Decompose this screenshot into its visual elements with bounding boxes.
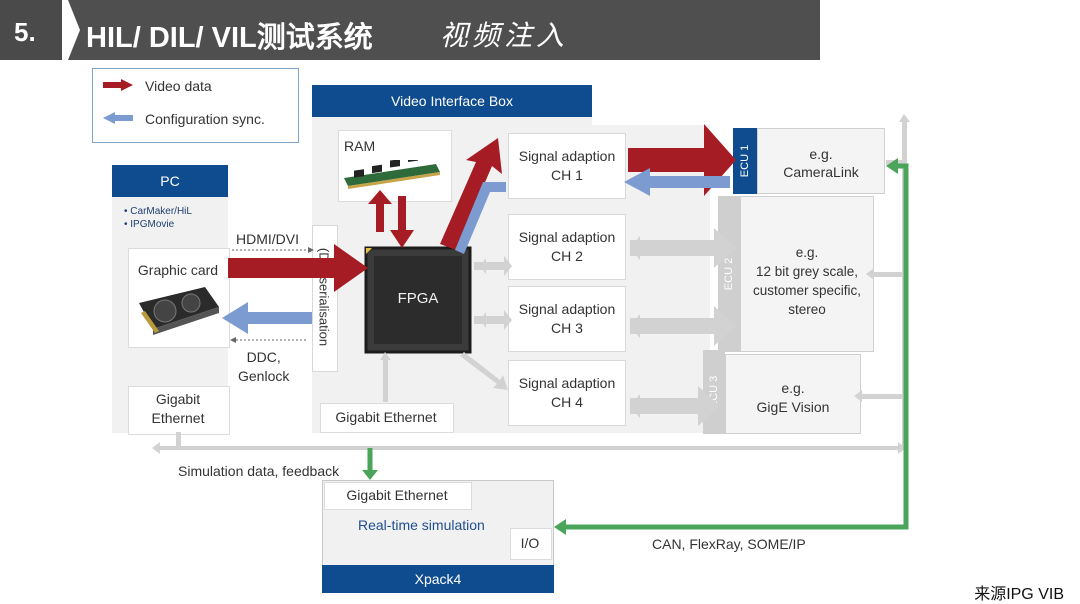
channel-label-3: Signal adaption CH 3: [518, 301, 616, 336]
deserialisation-label: (De-)serialisation: [316, 247, 332, 347]
source-credit: 来源IPG VIB: [974, 586, 1064, 603]
vib-header: Video Interface Box: [312, 85, 592, 117]
channel-label-4: Signal adaption CH 4: [518, 375, 616, 410]
io-box: [510, 528, 552, 560]
legend: Video data Configuration sync.: [92, 68, 299, 143]
ecu3-box: e.g. GigE Vision: [725, 354, 861, 434]
section-number-badge: 5.: [0, 0, 62, 60]
ecu2-text: e.g. 12 bit grey scale, customer specifi…: [752, 245, 862, 317]
channel-label-1: Signal adaption CH 1: [518, 148, 616, 183]
ecu1-text: e.g. CameraLink: [783, 146, 859, 180]
channel-box-4: Signal adaption CH 4: [508, 360, 626, 426]
header-bar: [68, 0, 820, 60]
page-title: HIL/ DIL/ VIL测试系统: [86, 22, 373, 54]
pc-ethernet-box: [128, 386, 230, 435]
realtime-simulation-label: Real-time simulation: [358, 517, 485, 533]
ecu1-box: e.g. CameraLink: [757, 128, 885, 194]
ram-label: RAM: [344, 138, 376, 154]
xpack4-title: Xpack4: [414, 571, 462, 587]
graphic-card-label: Graphic card: [137, 262, 219, 278]
hdmi-label: HDMI/DVI: [236, 231, 299, 247]
ecu3-strip: ECU 3: [703, 350, 725, 434]
pc-ethernet-label: Gigabit Ethernet: [151, 391, 205, 426]
channel-label-2: Signal adaption CH 2: [518, 229, 616, 264]
video-data-arrow-icon: [103, 79, 133, 91]
channel-box-1: Signal adaption CH 1: [508, 133, 626, 199]
xpack4-footer: Xpack4: [322, 565, 554, 593]
can-flexray-label: CAN, FlexRay, SOME/IP: [652, 536, 806, 552]
legend-config-label: Configuration sync.: [145, 111, 265, 127]
ecu3-label: ECU 3: [708, 375, 720, 409]
graphic-card-icon: [139, 287, 219, 335]
simulation-data-label: Simulation data, feedback: [178, 463, 340, 479]
page-subtitle: 视频注入: [440, 19, 569, 52]
ecu2-box: e.g. 12 bit grey scale, customer specifi…: [740, 196, 874, 352]
ecu1-strip: ECU 1: [733, 128, 757, 194]
ecu1-label: ECU 1: [739, 144, 751, 178]
xpack-ethernet-box: [324, 482, 472, 510]
ecu2-label: ECU 2: [723, 257, 735, 291]
ecu2-strip: ECU 2: [718, 196, 740, 352]
xpack-ethernet-label: Gigabit Ethernet: [346, 487, 448, 503]
vib-ethernet-box: [320, 403, 454, 433]
pc-title: PC: [160, 173, 180, 189]
channel-box-3: Signal adaption CH 3: [508, 286, 626, 352]
pc-bullet-ipgmovie: • IPGMovie: [124, 219, 175, 230]
ecu3-text: e.g. GigE Vision: [756, 380, 830, 415]
pc-bullets: • CarMaker/HiL • IPGMovie: [124, 205, 192, 231]
dashed-link-lines: [232, 249, 308, 341]
vib-title: Video Interface Box: [391, 93, 513, 109]
legend-video-label: Video data: [145, 78, 212, 94]
fpga-label: FPGA: [397, 290, 439, 307]
ddc-genlock-label: DDC, Genlock: [238, 349, 290, 384]
fpga-chip-icon: [364, 246, 472, 354]
io-label: I/O: [520, 535, 540, 551]
section-number: 5.: [14, 17, 36, 47]
pc-bullet-carmaker: • CarMaker/HiL: [124, 206, 192, 217]
channel-box-2: Signal adaption CH 2: [508, 214, 626, 280]
ram-module-icon: [344, 160, 440, 189]
config-sync-arrow-icon: [103, 112, 133, 124]
graphic-card-box: [128, 248, 230, 348]
vib-ethernet-label: Gigabit Ethernet: [335, 409, 437, 425]
pc-header: PC: [112, 165, 228, 197]
